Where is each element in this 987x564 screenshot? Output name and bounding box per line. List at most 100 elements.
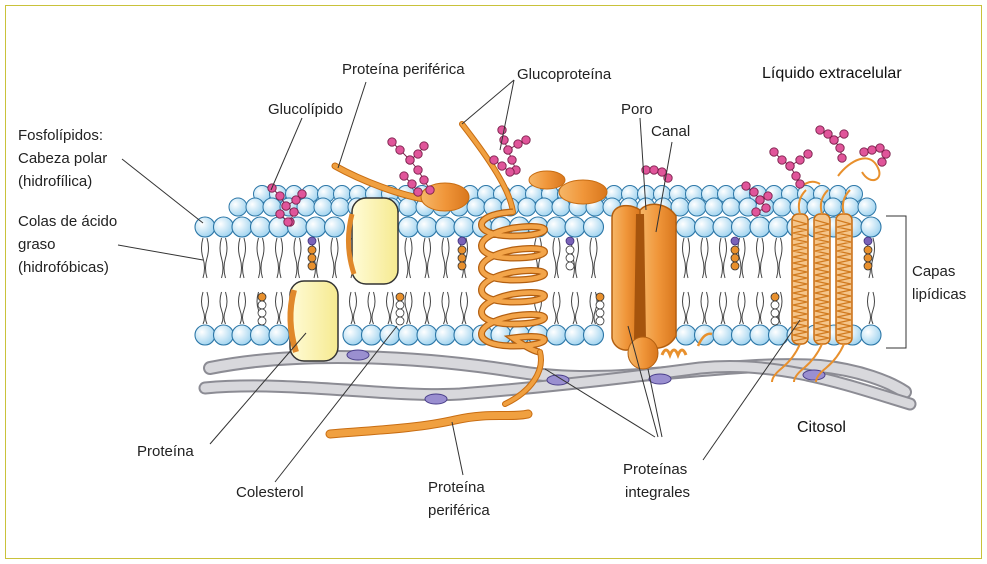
- fatty-acid-tail: [738, 292, 741, 324]
- cholesterol-ring: [731, 246, 739, 254]
- phospholipid-head: [861, 217, 881, 237]
- cholesterol-ring: [771, 293, 779, 301]
- sugar-residue: [868, 146, 876, 154]
- fatty-acid-tail: [572, 292, 575, 324]
- sugar-residue: [490, 156, 498, 164]
- phospholipid-head: [251, 217, 271, 237]
- cholesterol-ring: [458, 254, 466, 262]
- sugar-residue: [752, 208, 760, 216]
- sugar-residue: [414, 188, 422, 196]
- fatty-acid-tail: [331, 238, 334, 278]
- phospholipid-head: [214, 217, 234, 237]
- cholesterol-ring: [258, 317, 266, 325]
- cholesterol-ring: [396, 309, 404, 317]
- phospholipid-head: [565, 325, 585, 345]
- fatty-acid-tail: [424, 292, 427, 324]
- sugar-residue: [830, 136, 838, 144]
- fatty-acid-tail: [220, 238, 223, 278]
- fatty-acid-tail: [239, 292, 242, 324]
- fatty-acid-tail: [409, 292, 412, 324]
- fatty-acid-tail: [276, 292, 279, 324]
- sugar-residue: [836, 144, 844, 152]
- fatty-acid-tail: [428, 238, 431, 278]
- label-glycolipid: Glucolípido: [268, 101, 343, 118]
- sugar-residue: [498, 162, 506, 170]
- fatty-acid-tail: [701, 238, 704, 278]
- fatty-acid-tail: [261, 238, 264, 278]
- phospholipid-head: [584, 217, 604, 237]
- fatty-acid-tail: [354, 292, 357, 324]
- fatty-acid-tail: [687, 238, 690, 278]
- phospholipid-head: [314, 198, 332, 216]
- phospholipid-head: [688, 198, 706, 216]
- label-cytosol: Citosol: [797, 419, 846, 436]
- phospholipid-head: [454, 325, 474, 345]
- sugar-residue: [882, 150, 890, 158]
- fatty-acid-tail: [298, 238, 301, 278]
- fatty-acid-tail: [761, 238, 764, 278]
- phospholipid-head: [676, 217, 696, 237]
- fatty-acid-tail: [206, 238, 209, 278]
- phospholipid-head: [676, 325, 696, 345]
- cholesterol-ring: [308, 254, 316, 262]
- phospholipid-head: [417, 217, 437, 237]
- cholesterol-ring: [308, 262, 316, 270]
- fatty-acid-tail: [461, 292, 464, 324]
- cholesterol-ring: [258, 301, 266, 309]
- fatty-acid-tail: [243, 292, 246, 324]
- label-cholesterol: Colesterol: [236, 484, 304, 501]
- fatty-acid-tail: [705, 238, 708, 278]
- fatty-acid-tail: [757, 292, 760, 324]
- fatty-acid-tail: [350, 292, 353, 324]
- phospholipid-head: [269, 325, 289, 345]
- fatty-acid-tail: [868, 292, 871, 324]
- phospholipid-head: [306, 217, 326, 237]
- label-lipid-layers-2: lipídicas: [912, 286, 966, 303]
- fatty-acid-tail: [742, 238, 745, 278]
- sugar-residue: [770, 148, 778, 156]
- cholesterol-head: [458, 237, 466, 245]
- fatty-acid-tail: [280, 292, 283, 324]
- phospholipid-head: [229, 198, 247, 216]
- phospholipid-head: [195, 217, 215, 237]
- sugar-residue: [276, 192, 284, 200]
- sugar-residue: [414, 150, 422, 158]
- sugar-residue: [764, 192, 772, 200]
- label-channel: Canal: [651, 123, 690, 140]
- phospholipid-head: [705, 198, 723, 216]
- fatty-acid-tail: [428, 292, 431, 324]
- phospholipid-head: [547, 217, 567, 237]
- phospholipid-head: [547, 325, 567, 345]
- fatty-acid-tail: [368, 292, 371, 324]
- phospholipid-head: [565, 217, 585, 237]
- fatty-acid-tail: [724, 292, 727, 324]
- fatty-acid-tail: [775, 238, 778, 278]
- phospholipid-head: [535, 198, 553, 216]
- phospholipid-head: [232, 217, 252, 237]
- sugar-residue: [750, 188, 758, 196]
- sugar-residue: [522, 136, 530, 144]
- fatty-acid-tail: [387, 292, 390, 324]
- cholesterol-ring: [396, 317, 404, 325]
- integral-protein-lower: [290, 281, 338, 361]
- cholesterol-ring: [308, 246, 316, 254]
- phospholipid-head: [343, 325, 363, 345]
- fatty-acid-tail: [687, 292, 690, 324]
- fatty-acid-tail: [243, 238, 246, 278]
- sugar-residue: [284, 218, 292, 226]
- label-tails-1: Colas de ácido: [18, 213, 117, 230]
- cholesterol-head: [731, 237, 739, 245]
- fatty-acid-tail: [446, 292, 449, 324]
- label-protein: Proteína: [137, 443, 194, 460]
- phospholipid-head: [399, 325, 419, 345]
- cholesterol-ring: [771, 301, 779, 309]
- sugar-residue: [276, 210, 284, 218]
- phospholipid-head: [362, 325, 382, 345]
- cholesterol-ring: [566, 246, 574, 254]
- sugar-residue: [860, 148, 868, 156]
- sugar-residue: [406, 156, 414, 164]
- fatty-acid-tail: [742, 292, 745, 324]
- back-phospholipid-heads: [229, 186, 876, 217]
- label-lipid-layers-1: Capas: [912, 263, 955, 280]
- phospholipid-head: [858, 198, 876, 216]
